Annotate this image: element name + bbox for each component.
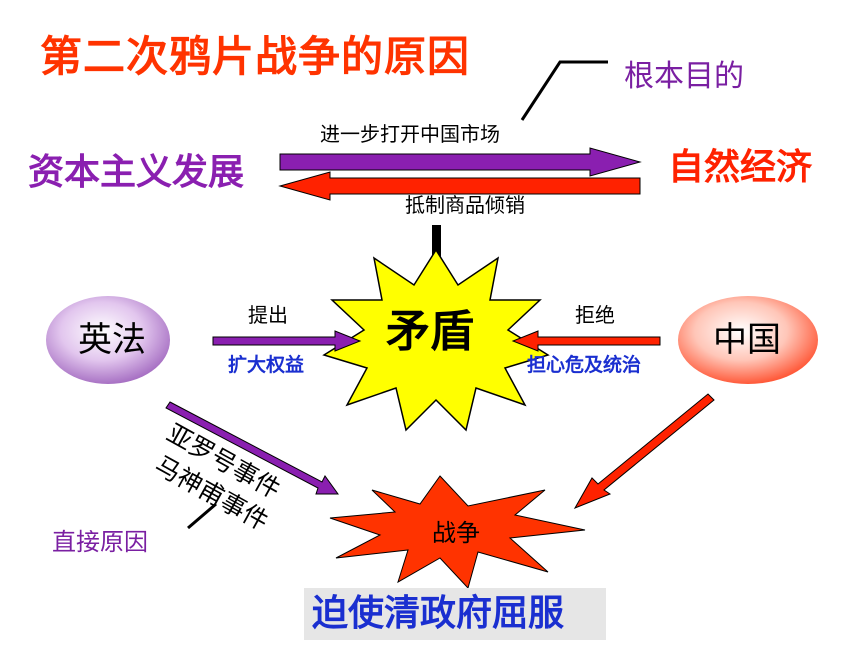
china-label: 中国 <box>713 320 781 360</box>
refuse-arrow <box>511 330 661 352</box>
war-label: 战争 <box>432 519 480 547</box>
resist-goods-arrow <box>278 171 641 201</box>
root-goal-pointer-line <box>520 60 608 121</box>
expand-rights-label: 扩大权益 <box>228 354 305 376</box>
natural-economy-label: 自然经济 <box>668 147 813 188</box>
root-goal-label: 根本目的 <box>624 59 744 94</box>
direct-cause-label: 直接原因 <box>52 528 148 556</box>
connector-bar <box>432 225 441 265</box>
raise-label: 提出 <box>248 303 288 327</box>
war-burst <box>329 475 586 589</box>
contradiction-starburst <box>322 248 550 432</box>
conclusion-box <box>304 588 606 640</box>
refuse-label: 拒绝 <box>575 303 615 327</box>
conclusion-label: 迫使清政府屈服 <box>312 593 565 634</box>
contradiction-label: 矛盾 <box>386 306 474 357</box>
capitalism-label: 资本主义发展 <box>28 152 245 193</box>
page-title: 第二次鸦片战争的原因 <box>40 32 471 81</box>
china-war-arrow <box>573 393 715 509</box>
raise-arrow <box>212 330 362 352</box>
open-market-label: 进一步打开中国市场 <box>320 122 500 146</box>
britain-france-ellipse <box>46 296 170 384</box>
direct-cause-pointer-line <box>187 502 217 530</box>
incident-arrow <box>165 401 339 495</box>
resist-goods-label: 抵制商品倾销 <box>405 193 525 217</box>
china-ellipse <box>678 296 818 384</box>
open-market-arrow <box>279 147 642 177</box>
fear-rule-label: 担心危及统治 <box>527 354 642 376</box>
britain-france-label: 英法 <box>78 320 146 360</box>
